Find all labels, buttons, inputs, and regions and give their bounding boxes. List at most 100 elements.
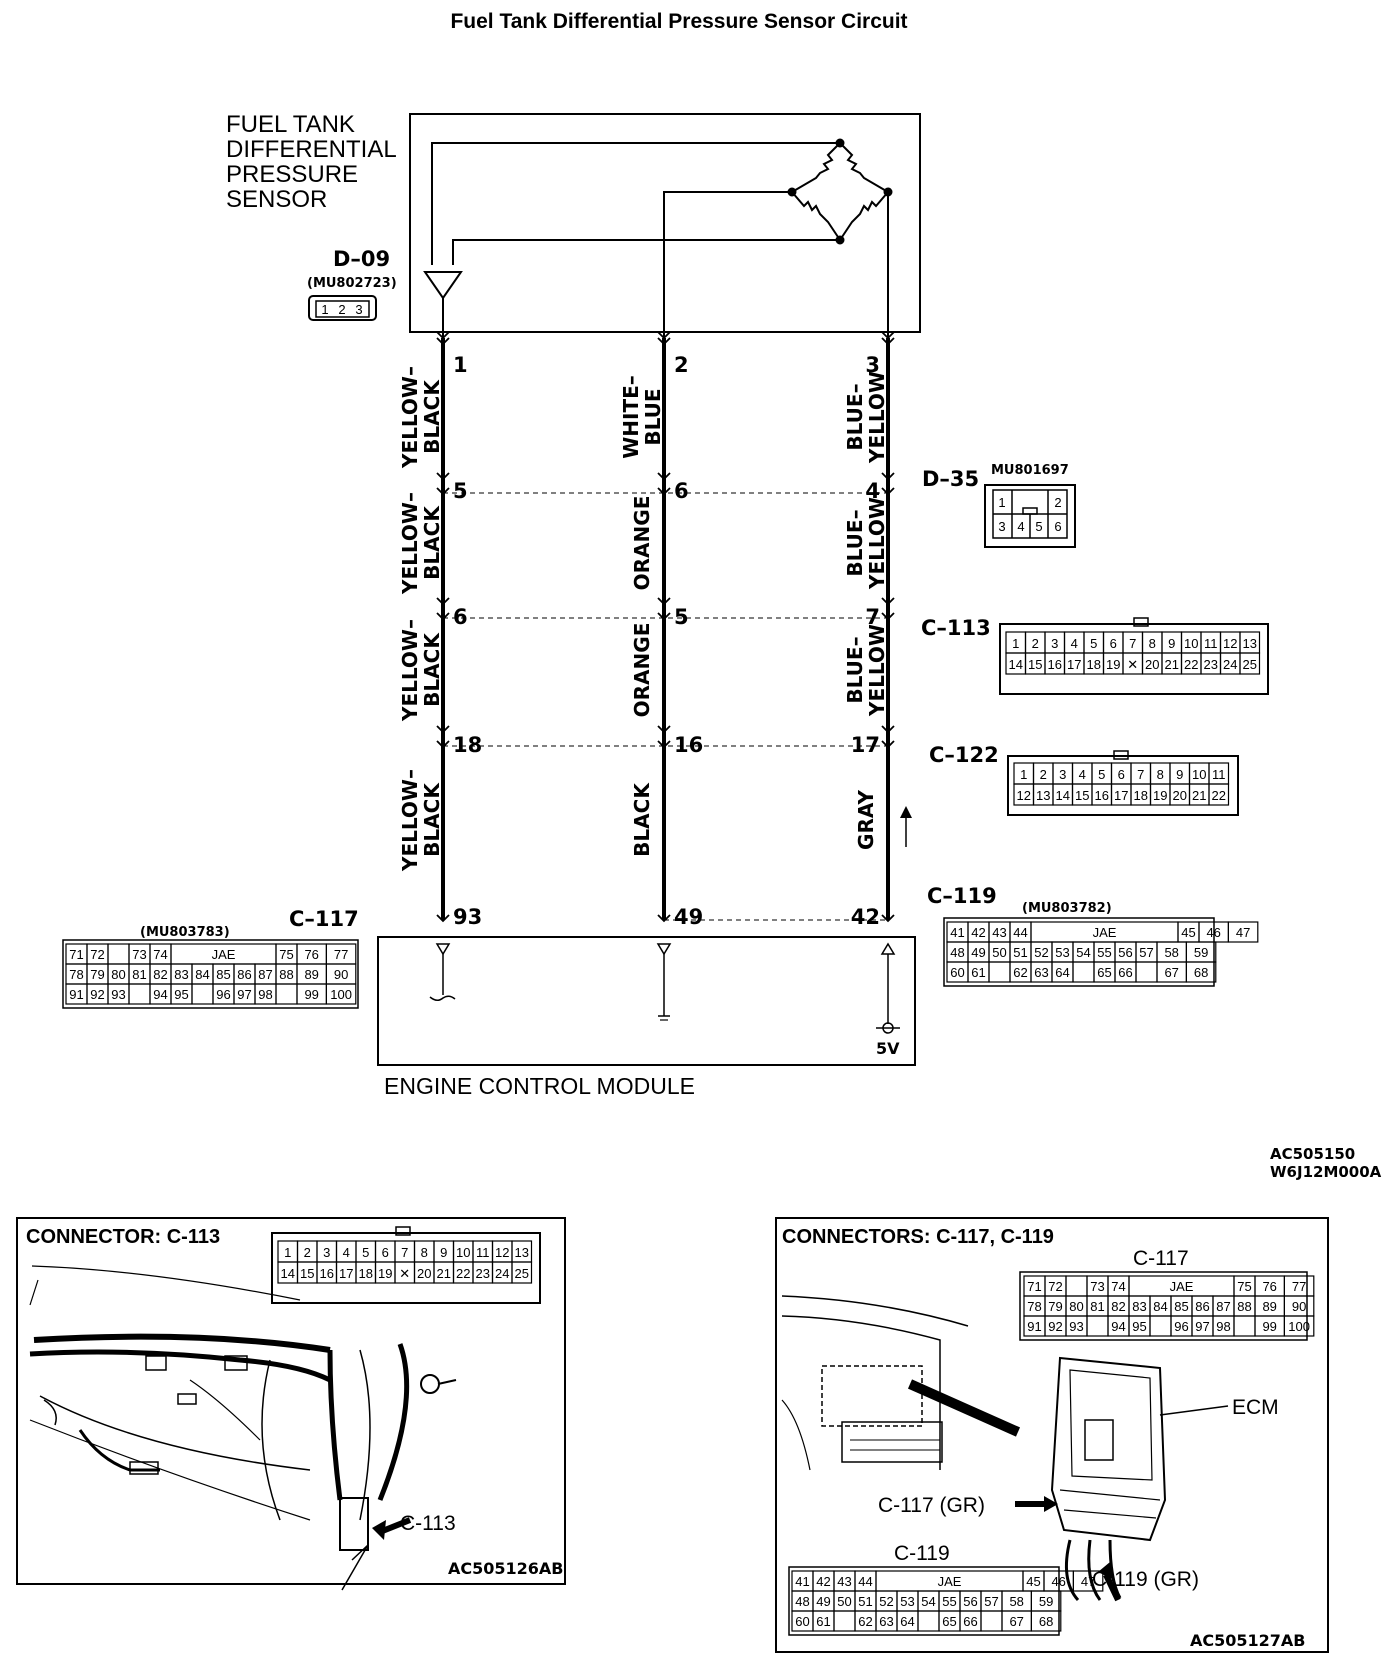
connector-pin: ✕ bbox=[1127, 657, 1138, 672]
connector-pin: 10 bbox=[1192, 767, 1206, 782]
connector-pin: 88 bbox=[279, 967, 293, 982]
connector-pin: 53 bbox=[1055, 945, 1069, 960]
connector-pin: 89 bbox=[304, 967, 318, 982]
connector-pin: JAE bbox=[1170, 1279, 1194, 1294]
connector-pin: 20 bbox=[417, 1266, 431, 1281]
connector-pin: 55 bbox=[942, 1594, 956, 1609]
connector-pin: 5 bbox=[1090, 636, 1097, 651]
connector-pin: 42 bbox=[971, 925, 985, 940]
panel-right-c119-caption: C-119 bbox=[894, 1542, 950, 1565]
connector-pin: 7 bbox=[1129, 636, 1136, 651]
wire-pin-number: 18 bbox=[453, 733, 482, 757]
connector-cell bbox=[1233, 1315, 1256, 1337]
connector-pin: 56 bbox=[963, 1594, 977, 1609]
wire-color-text: BLUE– bbox=[843, 383, 867, 450]
wire-color-label: ORANGE bbox=[630, 496, 654, 591]
connector-pin: 72 bbox=[90, 947, 104, 962]
connector-pin: 94 bbox=[1111, 1319, 1125, 1334]
d35-pin-5: 5 bbox=[1035, 519, 1042, 534]
connector-pin: JAE bbox=[1093, 925, 1117, 940]
c117-part: (MU803783) bbox=[140, 925, 230, 940]
wire-color-text: BLACK bbox=[630, 782, 654, 857]
joint-chevron bbox=[881, 725, 895, 734]
wire-color-text: YELLOW– bbox=[398, 492, 422, 595]
connector-pin: 62 bbox=[1013, 965, 1027, 980]
connector-cell bbox=[1030, 1610, 1062, 1632]
joint-chevron bbox=[436, 337, 450, 346]
joint-chevron bbox=[881, 472, 895, 481]
sensor-label-line-3: PRESSURE bbox=[226, 161, 358, 188]
connector-pin: 66 bbox=[963, 1614, 977, 1629]
c122-id: C–122 bbox=[929, 743, 999, 767]
connector-pin: 42 bbox=[816, 1574, 830, 1589]
connector-pin: 51 bbox=[858, 1594, 872, 1609]
connector-pin: 47 bbox=[1236, 925, 1250, 940]
c119-id: C–119 bbox=[927, 884, 997, 908]
connector-pin: 50 bbox=[837, 1594, 851, 1609]
connector-pin: 63 bbox=[1034, 965, 1048, 980]
wire-color-text: BLACK bbox=[420, 632, 444, 707]
d35-pin-2: 2 bbox=[1054, 495, 1061, 510]
connector-pin: 68 bbox=[1194, 965, 1208, 980]
connector-pin: 96 bbox=[1174, 1319, 1188, 1334]
joint-chevron bbox=[881, 597, 895, 606]
joint-chevron bbox=[657, 487, 671, 496]
ecm-5v-label: 5V bbox=[876, 1039, 900, 1058]
wire-pin-number: 5 bbox=[453, 479, 468, 503]
panel-right-ecm: ECM bbox=[1232, 1396, 1279, 1419]
joint-chevron bbox=[657, 337, 671, 346]
joint-chevron bbox=[436, 612, 450, 621]
connector-pin: 14 bbox=[1056, 788, 1070, 803]
connector-pin: 89 bbox=[1262, 1299, 1276, 1314]
connector-cell bbox=[1065, 1275, 1088, 1297]
connector-pin: 56 bbox=[1118, 945, 1132, 960]
connector-pin: 44 bbox=[858, 1574, 872, 1589]
wire-pin-number: 5 bbox=[674, 605, 689, 629]
joint-chevron bbox=[657, 725, 671, 734]
joint-chevron bbox=[436, 331, 450, 340]
joint-chevron bbox=[657, 740, 671, 749]
connector-pin: 52 bbox=[879, 1594, 893, 1609]
connector-pin: 10 bbox=[1184, 636, 1198, 651]
connector-pin: 77 bbox=[1292, 1279, 1306, 1294]
joint-chevron bbox=[881, 914, 895, 923]
wire-color-label: BLUE–YELLOW bbox=[843, 624, 889, 717]
resistor-bridge bbox=[423, 138, 893, 338]
connector-pin: 64 bbox=[1055, 965, 1069, 980]
sensor-label-line-2: DIFFERENTIAL bbox=[226, 136, 397, 163]
connector-pin: 45 bbox=[1181, 925, 1195, 940]
d35-id: D–35 bbox=[922, 467, 979, 491]
wires bbox=[441, 338, 890, 920]
connector-pin: 22 bbox=[1184, 657, 1198, 672]
connector-pin: 80 bbox=[111, 967, 125, 982]
connector-pin: 99 bbox=[1262, 1319, 1276, 1334]
wire-color-label: YELLOW–BLACK bbox=[398, 769, 444, 872]
connector-pin: 80 bbox=[1069, 1299, 1083, 1314]
connector-pin: 87 bbox=[1216, 1299, 1230, 1314]
connector-pin: 85 bbox=[1174, 1299, 1188, 1314]
connector-cell bbox=[1208, 783, 1230, 806]
connector-pin: 76 bbox=[304, 947, 318, 962]
connector-joint-lines bbox=[443, 492, 888, 921]
sensor-label-line-1: FUEL TANK bbox=[226, 111, 355, 138]
wire-color-label: YELLOW–BLACK bbox=[398, 619, 444, 722]
connector-pin: 16 bbox=[320, 1266, 334, 1281]
joint-chevron bbox=[657, 472, 671, 481]
joint-chevron bbox=[881, 740, 895, 749]
connector-cell bbox=[833, 1610, 856, 1632]
wire-color-text: BLACK bbox=[420, 379, 444, 454]
wire-color-label: GRAY bbox=[854, 790, 878, 850]
panel-left-ref: AC505126AB bbox=[448, 1559, 564, 1578]
d09-part: (MU802723) bbox=[307, 276, 397, 291]
connector-pin: 72 bbox=[1048, 1279, 1062, 1294]
connector-pin: 24 bbox=[495, 1266, 509, 1281]
wire-color-label: YELLOW–BLACK bbox=[398, 492, 444, 595]
dashboard-harness-sketch bbox=[29, 1265, 457, 1591]
connector-pin: 74 bbox=[153, 947, 167, 962]
